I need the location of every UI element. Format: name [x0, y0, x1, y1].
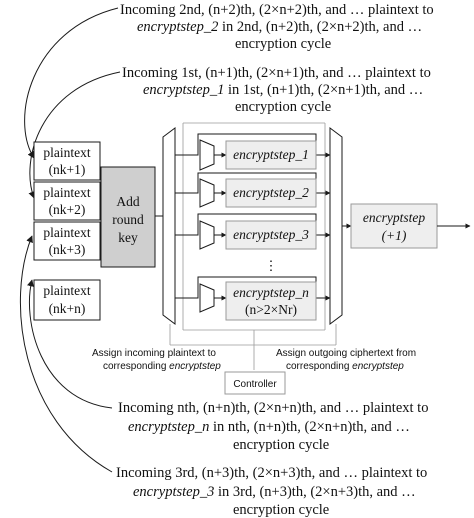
caption-third: Incoming nth, (n+n)th, (2×n+n)th, and … … [118, 400, 428, 453]
add-round-key-rect [100, 166, 156, 268]
step-1-box [225, 140, 317, 170]
step-1-mux [199, 139, 215, 171]
svg-text:encryptstep_2 in 2nd, (n+2)th,: encryptstep_2 in 2nd, (n+2)th, (2×n+2)th… [137, 19, 422, 35]
step-3-box [225, 220, 317, 250]
plaintext-nk2-line2: (nk+2) [49, 202, 86, 217]
output-mux [329, 127, 343, 325]
step-row-3: encryptstep_3 [175, 213, 331, 250]
caption-top-line1: Incoming 2nd, (n+2)th, (2×n+2)th, and … … [120, 2, 434, 18]
caption-second-line2-rest: in 1st, (n+1)th, (2×n+1)th, and … [224, 82, 423, 98]
svg-text:encryptstep_n in nth, (n+n)th,: encryptstep_n in nth, (n+n)th, (2×n+n)th… [128, 419, 410, 435]
controller-wiring [169, 324, 337, 370]
step-2-mux [199, 178, 215, 208]
plaintext-nk3-line1: plaintext [43, 225, 90, 240]
step-3-mux [199, 220, 215, 250]
plaintext-nkn-line2: (nk+n) [49, 301, 86, 316]
controller-box [224, 371, 286, 395]
plaintext-nk1-line1: plaintext [43, 145, 90, 160]
note-right-line1: Assign outgoing ciphertext from [276, 348, 416, 359]
plaintext-box-nkn [33, 279, 101, 321]
step-row-1: encryptstep_1 [175, 133, 331, 171]
next-step-line2: (+1) [382, 228, 407, 243]
controller-label: Controller [233, 379, 277, 390]
add-round-key-line1: Add [116, 194, 139, 209]
plaintext-nk3-line2: (nk+3) [49, 242, 86, 257]
caption-bottom: Incoming 3rd, (n+3)th, (2×n+3)th, and … … [116, 465, 427, 518]
next-step-line1: encryptstep [363, 210, 425, 225]
caption-bottom-line2-rest: in 3rd, (n+3)th, (2×n+3)th, and … [214, 484, 415, 500]
plaintext-nk2-line1: plaintext [43, 185, 90, 200]
plaintext-stack: plaintext (nk+1) plaintext (nk+2) plaint… [33, 141, 101, 321]
plaintext-nkn-line1: plaintext [43, 283, 90, 298]
plaintext-box-nk3 [33, 221, 101, 261]
step-n-box [225, 281, 317, 321]
step-1-label: encryptstep_1 [233, 147, 309, 162]
caption-third-line2-italic: encryptstep_n [128, 419, 209, 435]
svg-text:encryptstep_1 in 1st, (n+1)th,: encryptstep_1 in 1st, (n+1)th, (2×n+1)th… [143, 82, 423, 98]
caption-third-line1: Incoming nth, (n+n)th, (2×n+n)th, and … … [118, 400, 428, 416]
note-right-line2-italic: encryptstep [352, 361, 404, 372]
step-n-mux [199, 283, 215, 313]
note-left-line1: Assign incoming plaintext to [92, 348, 216, 359]
step-row-n: encryptstep_n (n>2×Nr) [175, 276, 331, 321]
step-2-box [225, 178, 317, 208]
add-round-key-line3: key [118, 230, 138, 245]
plaintext-box-nk2 [33, 181, 101, 221]
note-left-line2-plain: corresponding [103, 361, 169, 372]
pointer-third-to-nkn [27, 279, 113, 409]
step-2-label: encryptstep_2 [233, 185, 309, 200]
caption-bottom-line1: Incoming 3rd, (n+3)th, (2×n+3)th, and … … [116, 465, 427, 481]
caption-top-line3: encryption cycle [235, 36, 331, 52]
next-step-box [350, 203, 438, 249]
next-step-block: encryptstep (+1) [350, 203, 438, 249]
add-round-key-line2: round [112, 212, 144, 227]
caption-top-line2-italic: encryptstep_2 [137, 19, 218, 35]
svg-text:corresponding encryptstep: corresponding encryptstep [286, 361, 404, 372]
step-row-2: encryptstep_2 [175, 172, 331, 208]
step-n-sub: (n>2×Nr) [245, 302, 297, 317]
assign-notes: Assign incoming plaintext to correspondi… [92, 348, 416, 372]
step-3-label: encryptstep_3 [233, 227, 309, 242]
caption-pointers [19, 7, 121, 473]
note-right-line2-plain: corresponding [286, 361, 352, 372]
caption-second-line1: Incoming 1st, (n+1)th, (2×n+1)th, and … … [122, 65, 431, 81]
caption-third-line3: encryption cycle [233, 437, 329, 453]
pointer-top-to-nk1 [24, 7, 119, 159]
caption-third-line2-rest: in nth, (n+n)th, (2×n+n)th, and … [209, 419, 410, 435]
caption-top: Incoming 2nd, (n+2)th, (2×n+2)th, and … … [120, 2, 434, 52]
svg-text:corresponding encryptstep: corresponding encryptstep [103, 361, 221, 372]
note-left-line2-italic: encryptstep [169, 361, 221, 372]
caption-top-line2-rest: in 2nd, (n+2)th, (2×n+2)th, and … [218, 19, 422, 35]
caption-second: Incoming 1st, (n+1)th, (2×n+1)th, and … … [122, 65, 431, 115]
add-round-key-block: Add round key [100, 166, 156, 268]
caption-second-line2-italic: encryptstep_1 [143, 82, 224, 98]
step-n-label: encryptstep_n [233, 285, 309, 300]
caption-bottom-line2-italic: encryptstep_3 [133, 484, 214, 500]
caption-bottom-line3: encryption cycle [233, 502, 329, 518]
pointer-bottom-to-nk3 [19, 235, 113, 473]
plaintext-nk1-line2: (nk+1) [49, 162, 86, 177]
svg-text:encryptstep_3 in 3rd, (n+3)th,: encryptstep_3 in 3rd, (n+3)th, (2×n+3)th… [133, 484, 416, 500]
plaintext-box-nk1 [33, 141, 101, 181]
input-demux [162, 127, 176, 325]
controller-block: Controller [224, 371, 286, 395]
caption-second-line3: encryption cycle [235, 99, 331, 115]
ellipsis-dots: ⋮ [264, 258, 278, 273]
pointer-second-to-nk2 [28, 71, 121, 199]
